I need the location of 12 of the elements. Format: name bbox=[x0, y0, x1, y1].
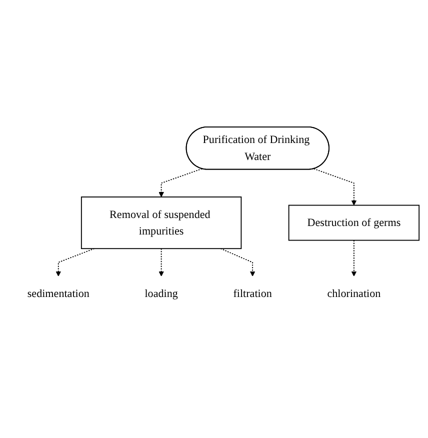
node-box: Destruction of germs bbox=[288, 204, 420, 241]
arrow bbox=[351, 240, 357, 276]
node-text: filtration bbox=[233, 287, 272, 300]
arrow bbox=[56, 248, 95, 276]
arrow bbox=[220, 248, 256, 276]
node-text: loading bbox=[144, 287, 178, 300]
arrow bbox=[313, 168, 357, 206]
arrow bbox=[158, 168, 202, 198]
node-text: sedimentation bbox=[27, 287, 90, 300]
arrow bbox=[158, 248, 164, 276]
node-box: Removal of suspended impurities bbox=[80, 196, 242, 249]
node-text: chlorination bbox=[327, 287, 381, 300]
